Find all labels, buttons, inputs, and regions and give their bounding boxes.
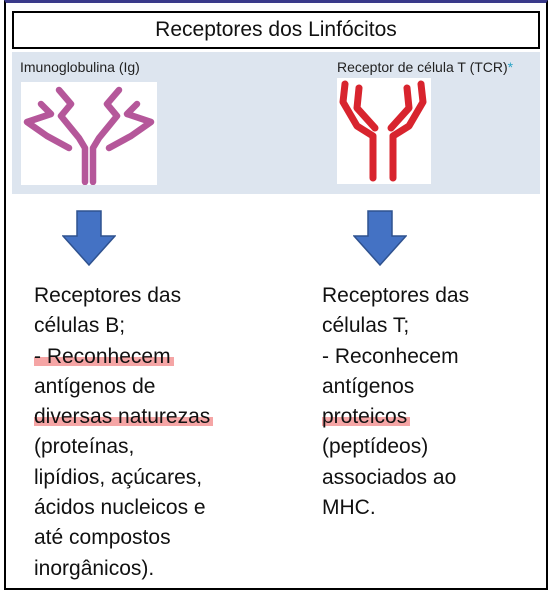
t-cell-line: Receptores das [322, 281, 542, 311]
b-cell-line: inorgânicos). [34, 554, 274, 584]
tcr-icon [339, 80, 427, 182]
t-cell-line: MHC. [322, 493, 542, 523]
b-cell-line: diversas naturezas [34, 402, 274, 432]
ig-label-text: Imunoglobulina (Ig) [20, 59, 140, 75]
tcr-label-text: Receptor de célula T (TCR) [337, 59, 508, 75]
b-cell-text: células B; [34, 314, 126, 338]
ig-label: Imunoglobulina (Ig) [20, 59, 140, 75]
t-cell-text: MHC. [322, 496, 376, 520]
t-cell-line: antígenos [322, 372, 542, 402]
b-cell-line: antígenos de [34, 372, 274, 402]
t-cell-text: associados ao [322, 465, 457, 489]
b-cell-line: lipídios, açúcares, [34, 463, 274, 493]
b-cell-text: até compostos [34, 526, 171, 550]
t-cell-text: (peptídeos) [322, 435, 429, 459]
b-cell-line: - Reconhecem [34, 342, 274, 372]
b-cell-text: antígenos de [34, 374, 156, 398]
t-cell-line: (peptídeos) [322, 432, 542, 462]
b-cell-text: inorgânicos). [34, 556, 155, 580]
b-cell-line: Receptores das [34, 281, 274, 311]
page-title: Receptores dos Linfócitos [155, 18, 397, 41]
t-cell-line: células T; [322, 311, 542, 341]
down-arrow-right-icon [353, 210, 407, 266]
t-cell-text: células T; [322, 314, 410, 338]
title-box: Receptores dos Linfócitos [12, 11, 540, 49]
b-cell-highlighted-text: - Reconhecem [34, 344, 174, 368]
b-cell-highlighted-text: diversas naturezas [34, 405, 214, 429]
t-cell-highlighted-text: proteicos [322, 405, 411, 429]
tcr-label-asterisk: * [507, 59, 514, 75]
b-cell-text: ácidos nucleicos e [34, 496, 206, 520]
t-cell-text: antígenos [322, 374, 415, 398]
slide-frame [4, 0, 548, 590]
b-cell-line: células B; [34, 311, 274, 341]
down-arrow-left-icon [62, 210, 116, 266]
b-cell-description: Receptores das células B; - Reconhecem antí… [34, 281, 274, 584]
immunoglobulin-icon [23, 86, 155, 186]
t-cell-line: associados ao [322, 463, 542, 493]
b-cell-text: Receptores das [34, 284, 182, 307]
t-cell-line: - Reconhecem [322, 342, 542, 372]
b-cell-line: até compostos [34, 523, 274, 553]
b-cell-text: (proteínas, [34, 435, 135, 459]
tcr-illustration [337, 78, 431, 184]
t-cell-description: Receptores das células T; - Reconhecem antí… [322, 281, 542, 523]
immunoglobulin-illustration [21, 82, 157, 186]
b-cell-line: (proteínas, [34, 432, 274, 462]
t-cell-line: proteicos [322, 402, 542, 432]
b-cell-text: lipídios, açúcares, [34, 465, 203, 489]
t-cell-text: - Reconhecem [322, 344, 459, 368]
b-cell-line: ácidos nucleicos e [34, 493, 274, 523]
t-cell-text: Receptores das [322, 284, 470, 307]
tcr-label: Receptor de célula T (TCR)* [337, 59, 513, 75]
